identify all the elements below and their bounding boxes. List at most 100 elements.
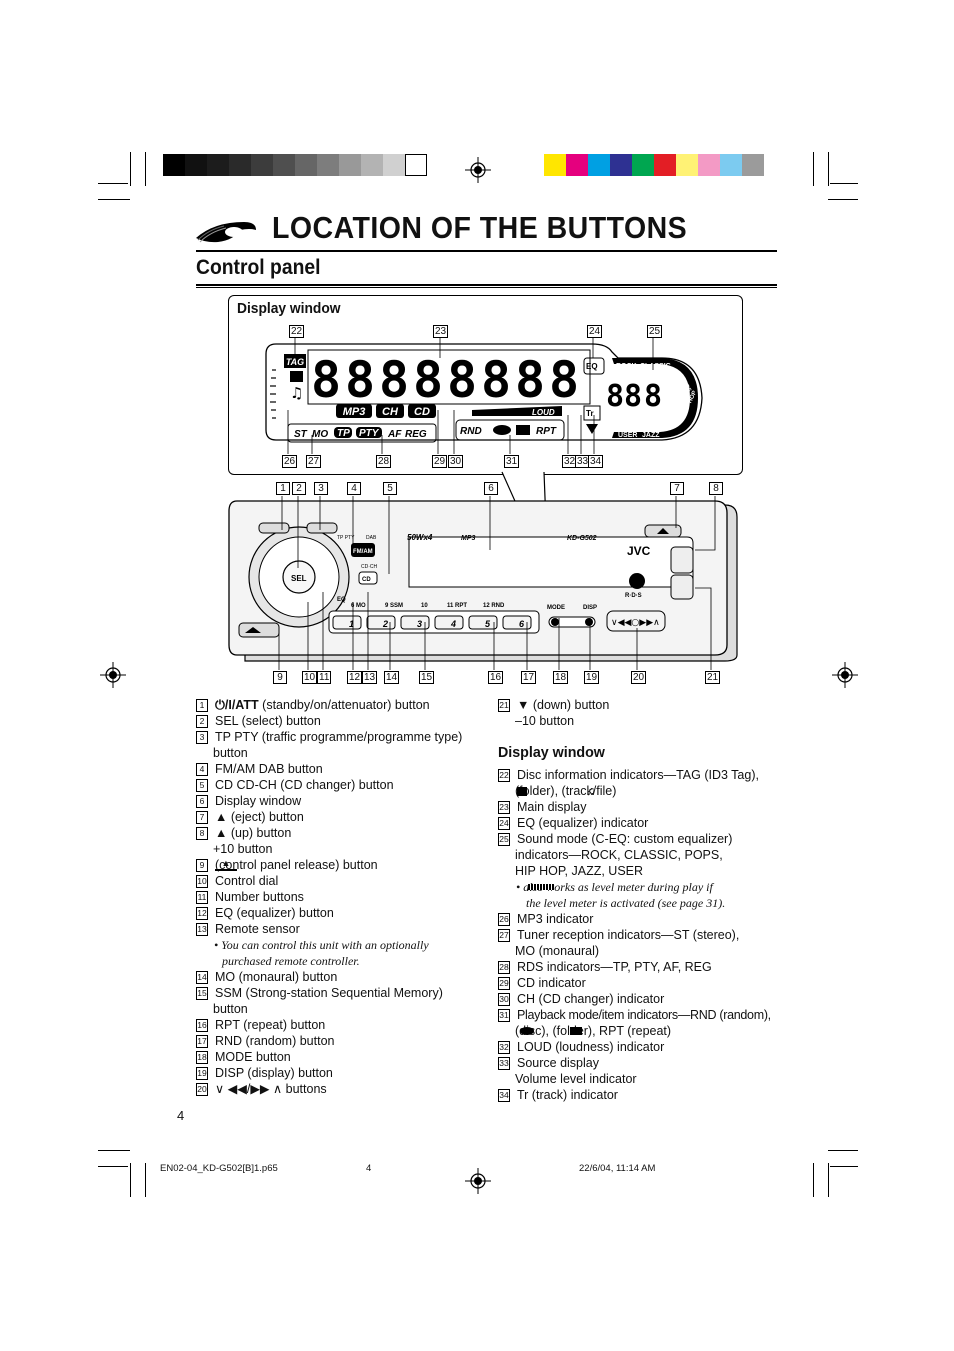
- footer-file: EN02-04_KD-G502[B]1.p65: [160, 1163, 278, 1174]
- remote-note: • You can control this unit with an opti…: [214, 938, 429, 952]
- callout-8: 8: [709, 482, 723, 495]
- callout-25: 25: [647, 325, 663, 338]
- list-item: 21▼ (down) button: [498, 698, 610, 712]
- callout-28: 28: [376, 455, 392, 468]
- svg-text:8: 8: [413, 351, 443, 409]
- list-item: 7▲ (eject) button: [196, 809, 486, 825]
- eq-indicator: EQ: [586, 362, 598, 371]
- cd-indicator: CD: [414, 406, 430, 418]
- disc-logo-icon: [196, 222, 256, 243]
- mp3-indicator: MP3: [343, 406, 366, 418]
- cd-label: CD: [362, 577, 371, 583]
- callout-34: 34: [588, 455, 604, 468]
- tr-indicator: Tr: [586, 409, 594, 418]
- svg-text:8: 8: [549, 351, 579, 409]
- level-meter-icon: [528, 884, 554, 890]
- list-item: indicators—ROCK, CLASSIC, POPS,: [515, 848, 723, 862]
- title-rule: [196, 250, 777, 252]
- level-meter-note: • also works as level meter during play …: [516, 880, 713, 894]
- disc-icon: [520, 1027, 534, 1035]
- callout-7: 7: [670, 482, 684, 495]
- num-button-2: 2: [382, 619, 388, 629]
- crop-mark: [828, 199, 858, 200]
- callout-22: 22: [289, 325, 305, 338]
- callout-14: 14: [384, 671, 400, 684]
- crop-mark: [98, 183, 128, 184]
- svg-text:8: 8: [606, 379, 624, 414]
- note-icon: ♫: [586, 784, 595, 798]
- grayscale-bar: [163, 154, 427, 176]
- page-title: LOCATION OF THE BUTTONS: [272, 210, 688, 245]
- rpt-label: 11 RPT: [447, 603, 467, 609]
- num-button-4: 4: [450, 619, 456, 629]
- svg-text:∨◀◀○▶▶∧: ∨◀◀○▶▶∧: [611, 618, 660, 628]
- callout-31: 31: [504, 455, 520, 468]
- callout-21: 21: [705, 671, 721, 684]
- num-button-6: 6: [519, 619, 525, 629]
- registration-mark: [465, 157, 491, 183]
- loud-indicator: LOUD: [532, 408, 555, 417]
- list-item: –10 button: [515, 714, 575, 728]
- display-leader-lines: [287, 338, 654, 454]
- display-window-label: Display window: [237, 300, 341, 317]
- callout-4: 4: [347, 482, 361, 495]
- callout-10: 10: [302, 671, 318, 684]
- list-item: 9 ▲ (control panel release) button: [196, 857, 486, 873]
- list-item: MO (monaural): [515, 944, 600, 958]
- callout-12: 12: [347, 671, 363, 684]
- svg-text:8: 8: [624, 379, 642, 414]
- folder-icon: [517, 787, 527, 796]
- crop-mark: [828, 1163, 829, 1197]
- tp-indicator: TP: [337, 428, 350, 439]
- list-item: HIP HOP, JAZZ, USER: [515, 864, 644, 878]
- footer-date: 22/6/04, 11:14 AM: [579, 1163, 656, 1174]
- user-indicator: USER: [618, 432, 637, 439]
- callout-6: 6: [484, 482, 498, 495]
- list-item: +10 button: [213, 842, 273, 856]
- callout-9: 9: [273, 671, 287, 684]
- dab-label: DAB: [366, 535, 377, 541]
- rock-indicator: ROCK: [616, 363, 637, 370]
- list-item: Volume level indicator: [515, 1072, 637, 1086]
- crop-mark: [145, 152, 146, 186]
- svg-text:8: 8: [447, 351, 477, 409]
- classic-indicator: CLASSIC: [640, 363, 671, 370]
- crop-mark: [98, 1166, 128, 1167]
- crop-mark: [98, 1150, 130, 1151]
- crop-mark: [828, 1150, 858, 1151]
- pty-indicator: PTY: [359, 428, 380, 439]
- num-button-3: 3: [417, 619, 422, 629]
- right-item-list: 21▼ (down) button –10 button Display win…: [498, 697, 788, 1103]
- subtitle-rule: [196, 284, 777, 286]
- st-indicator: ST: [294, 429, 308, 440]
- remote-note: purchased remote controller.: [222, 954, 360, 968]
- rnd-label: 12 RND: [483, 603, 505, 609]
- callout-15: 15: [419, 671, 435, 684]
- ch-indicator: CH: [382, 406, 399, 418]
- callout-5: 5: [383, 482, 397, 495]
- page-number: 4: [177, 1108, 185, 1123]
- footer-page: 4: [366, 1163, 372, 1174]
- registration-mark: [465, 1168, 491, 1194]
- callout-19: 19: [584, 671, 600, 684]
- svg-text:8: 8: [644, 379, 662, 414]
- list-item: ♫ (folder), (track/file): [515, 784, 617, 798]
- unit-leader-lines: [278, 496, 716, 670]
- crop-mark: [130, 152, 131, 186]
- reg-indicator: REG: [405, 429, 427, 440]
- list-item: 20∨ ◀◀/▶▶ ∧ buttons: [196, 1082, 327, 1096]
